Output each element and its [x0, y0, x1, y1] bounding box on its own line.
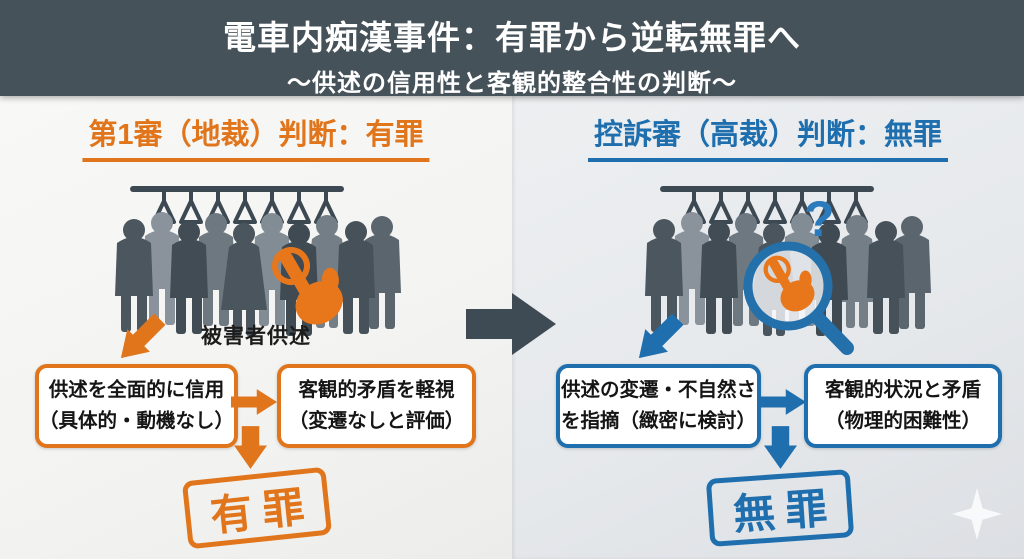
box-line: （具体的・動機なし）: [39, 410, 235, 432]
question-mark: ?: [804, 191, 835, 247]
header: 電車内痴漢事件：有罪から逆転無罪へ ～供述の信用性と客観的整合性の判断～: [0, 0, 1024, 97]
box-line: 客観的状況と矛盾: [824, 379, 981, 401]
right-arrow-icon: [231, 389, 277, 415]
panel-first-trial: 第1審（地裁）判断：有罪: [0, 96, 512, 559]
transition-arrow-icon: [466, 293, 556, 355]
page-subtitle: ～供述の信用性と客観的整合性の判断～: [287, 70, 737, 97]
appeal-trial-heading: 控訴審（高裁）判断：無罪: [587, 118, 949, 162]
reasoning-box-inconsistency: 供述の変遷・不自然さ を指摘（緻密に検討）: [556, 364, 761, 448]
box-line: 客観的矛盾を軽視: [298, 379, 455, 401]
reasoning-box-contradiction: 客観的矛盾を軽視 （変遷なしと評価）: [277, 364, 476, 448]
reasoning-box-physical-difficulty: 客観的状況と矛盾 （物理的困難性）: [804, 364, 1002, 448]
right-arrow-icon: [760, 389, 806, 415]
down-arrow-icon: [764, 426, 797, 469]
box-line: （物理的困難性）: [824, 410, 981, 432]
magnifying-glass-icon: [743, 241, 854, 355]
verdict-stamp-not-guilty: 無罪: [705, 469, 855, 547]
reasoning-box-credibility: 供述を全面的に信用 （具体的・動機なし）: [35, 364, 238, 448]
panel-appeal-trial: 控訴審（高裁）判断：無罪 ? 供述の変遷・不自然さ を指摘（緻密に検討） 客観的…: [512, 96, 1024, 559]
box-line: 供述を全面的に信用: [48, 379, 225, 401]
verdict-stamp-guilty: 有罪: [181, 466, 333, 550]
box-line: （変遷なしと評価）: [288, 410, 465, 432]
down-left-arrow-icon: [638, 313, 684, 359]
down-arrow-icon: [234, 426, 267, 469]
victim-testimony-label: 被害者供述: [201, 325, 311, 348]
page-title: 電車内痴漢事件：有罪から逆転無罪へ: [223, 19, 801, 56]
train-crowd-illustration-right: ?: [616, 178, 956, 355]
box-line: 供述の変遷・不自然さ: [560, 379, 756, 401]
first-trial-heading: 第1審（地裁）判断：有罪: [82, 118, 430, 162]
down-left-arrow-icon: [120, 313, 166, 359]
box-line: を指摘（緻密に検討）: [560, 410, 756, 432]
